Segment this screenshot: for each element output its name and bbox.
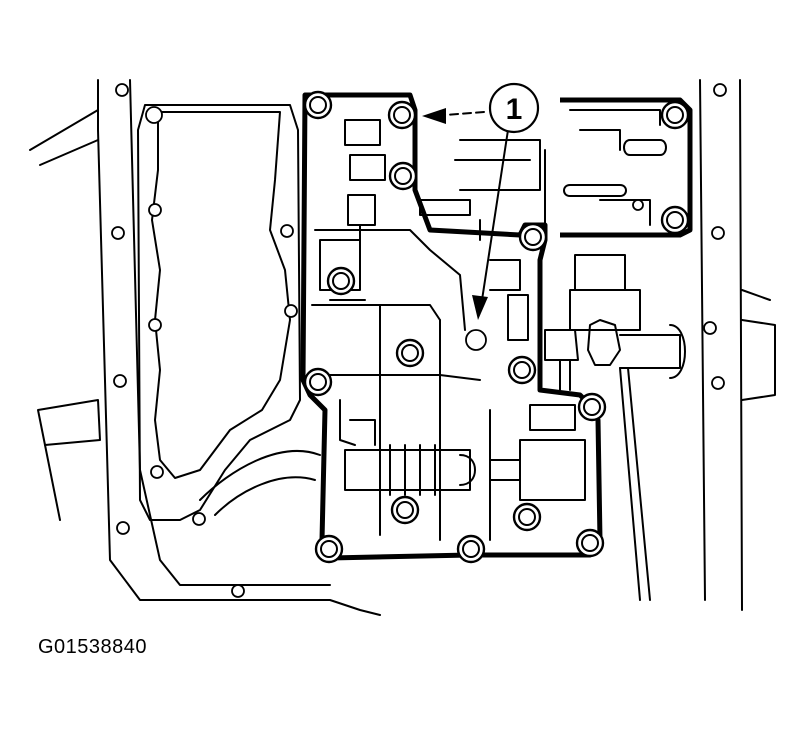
- bolt: [395, 338, 425, 368]
- bolt: [303, 90, 333, 120]
- bolt: [390, 495, 420, 525]
- bolt: [660, 205, 690, 235]
- solenoid-connector: [544, 254, 686, 601]
- bolt: [388, 161, 418, 191]
- oil-pan-gasket: [137, 104, 321, 521]
- callout-number: 1: [506, 93, 523, 126]
- case-holes: [111, 83, 727, 598]
- figure-code: G01538840: [38, 636, 148, 658]
- bolt: [326, 266, 356, 296]
- valve-body: [300, 92, 693, 561]
- valve-body-bolts: [303, 90, 690, 564]
- bolt: [577, 392, 607, 422]
- bolt: [456, 534, 486, 564]
- callout-1: 1: [422, 82, 540, 320]
- bolt: [575, 528, 605, 558]
- bolt: [518, 222, 548, 252]
- target-bolt-hole: [465, 329, 487, 351]
- bolt: [387, 100, 417, 130]
- bolt: [660, 100, 690, 130]
- bolt: [512, 502, 542, 532]
- bolt: [314, 534, 344, 564]
- bolt: [303, 367, 333, 397]
- transmission-case-outline: [29, 79, 776, 616]
- bolt: [507, 355, 537, 385]
